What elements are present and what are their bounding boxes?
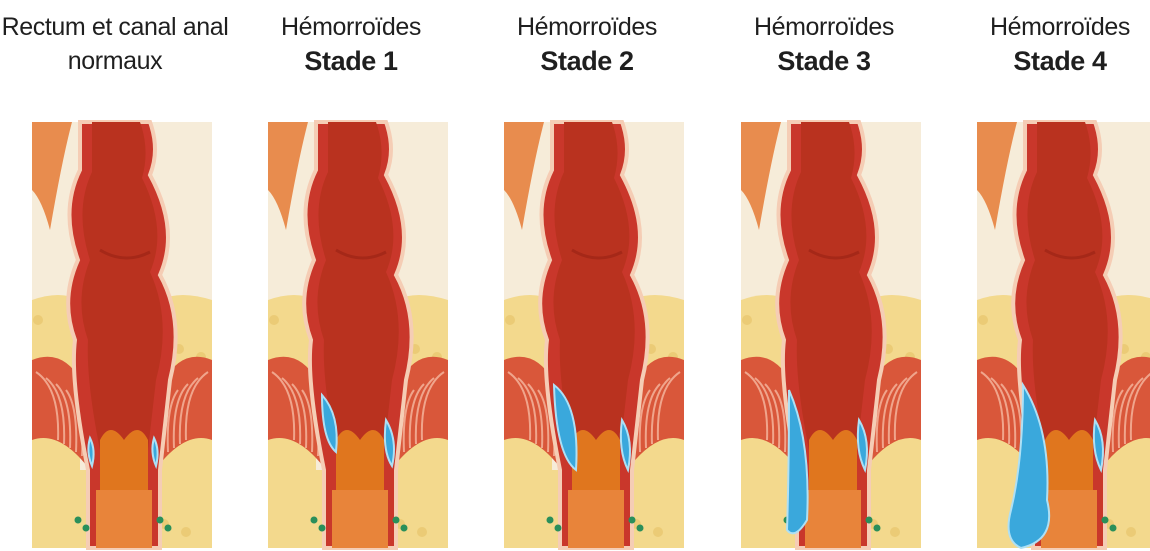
stage-caption: HémorroïdesStade 2 bbox=[472, 10, 702, 78]
caption-line-1: Hémorroïdes bbox=[709, 10, 939, 44]
external-vessel-dot bbox=[1110, 525, 1117, 532]
external-vessel-dot bbox=[157, 517, 164, 524]
caption-line-1: Rectum et canal anal bbox=[0, 10, 230, 44]
anatomy-illustration bbox=[709, 0, 939, 551]
fat-dot bbox=[417, 527, 427, 537]
caption-line-2: Stade 1 bbox=[236, 44, 466, 78]
anatomy-illustration bbox=[472, 0, 702, 551]
external-vessel-dot bbox=[319, 525, 326, 532]
anatomy-illustration bbox=[0, 0, 230, 551]
anatomy-illustration bbox=[945, 0, 1150, 551]
external-vessel-dot bbox=[311, 517, 318, 524]
stage-panel: HémorroïdesStade 3 bbox=[709, 0, 939, 551]
anal-opening bbox=[332, 490, 388, 548]
caption-line-2: Stade 4 bbox=[945, 44, 1150, 78]
caption-line-2: Stade 2 bbox=[472, 44, 702, 78]
stage-caption: Rectum et canal analnormaux bbox=[0, 10, 230, 78]
external-vessel-dot bbox=[75, 517, 82, 524]
external-vessel-dot bbox=[874, 525, 881, 532]
fat-dot bbox=[653, 527, 663, 537]
external-vessel-dot bbox=[393, 517, 400, 524]
fat-dot bbox=[742, 315, 752, 325]
anal-opening bbox=[805, 490, 861, 548]
fat-dot bbox=[269, 315, 279, 325]
caption-line-2: Stade 3 bbox=[709, 44, 939, 78]
external-vessel-dot bbox=[866, 517, 873, 524]
external-vessel-dot bbox=[401, 525, 408, 532]
caption-line-2: normaux bbox=[0, 44, 230, 78]
anatomy-illustration bbox=[236, 0, 466, 551]
fat-dot bbox=[978, 315, 988, 325]
caption-line-1: Hémorroïdes bbox=[236, 10, 466, 44]
stage-panel: Rectum et canal analnormaux bbox=[0, 0, 230, 551]
external-vessel-dot bbox=[1102, 517, 1109, 524]
caption-line-1: Hémorroïdes bbox=[472, 10, 702, 44]
external-vessel-dot bbox=[83, 525, 90, 532]
anal-opening bbox=[96, 490, 152, 548]
caption-line-1: Hémorroïdes bbox=[945, 10, 1150, 44]
anal-opening bbox=[568, 490, 624, 548]
external-vessel-dot bbox=[637, 525, 644, 532]
external-vessel-dot bbox=[555, 525, 562, 532]
external-vessel-dot bbox=[547, 517, 554, 524]
external-vessel-dot bbox=[629, 517, 636, 524]
fat-dot bbox=[1126, 527, 1136, 537]
stage-caption: HémorroïdesStade 4 bbox=[945, 10, 1150, 78]
stage-caption: HémorroïdesStade 1 bbox=[236, 10, 466, 78]
stage-panel: HémorroïdesStade 1 bbox=[236, 0, 466, 551]
stage-caption: HémorroïdesStade 3 bbox=[709, 10, 939, 78]
stage-panel: HémorroïdesStade 4 bbox=[945, 0, 1150, 551]
fat-dot bbox=[181, 527, 191, 537]
external-vessel-dot bbox=[165, 525, 172, 532]
fat-dot bbox=[33, 315, 43, 325]
stage-panel: HémorroïdesStade 2 bbox=[472, 0, 702, 551]
fat-dot bbox=[505, 315, 515, 325]
fat-dot bbox=[890, 527, 900, 537]
